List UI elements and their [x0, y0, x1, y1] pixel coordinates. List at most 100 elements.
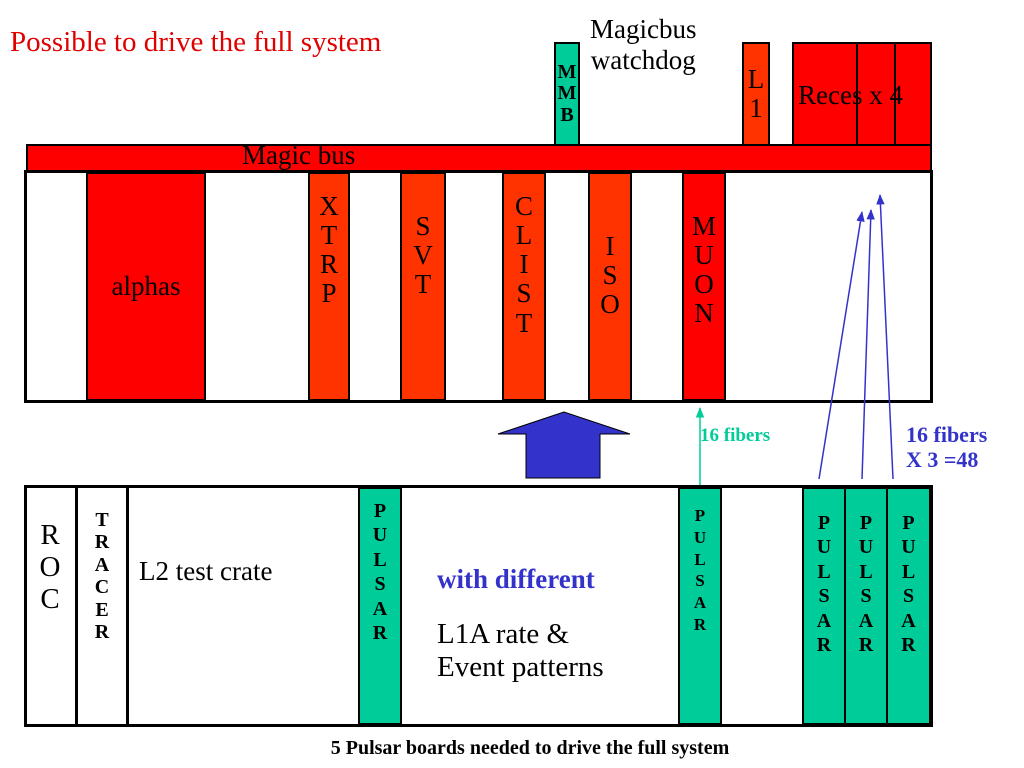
alphas-board: alphas — [86, 172, 206, 401]
xtrp-letter: P — [321, 278, 337, 309]
pulsar-board: P U L S A R — [844, 487, 888, 725]
pulsar-letter: R — [693, 614, 707, 634]
pulsar-letter: R — [816, 633, 832, 656]
pulsar-letter: A — [901, 609, 916, 632]
pulsar-letter: S — [374, 573, 386, 596]
clist-letter: L — [515, 220, 533, 251]
roc-letter: R — [40, 519, 60, 551]
page-title: Possible to drive the full system — [10, 26, 382, 58]
with-different-label: with different — [437, 564, 595, 594]
pulsar-letter: R — [858, 633, 874, 656]
pulsar-letter: A — [693, 593, 707, 612]
tracer-letter: A — [94, 553, 110, 576]
clist-board: C L I S T — [502, 172, 546, 401]
pulsar-letter: P — [902, 512, 915, 534]
svt-board: S V T — [400, 172, 446, 401]
clist-letter: T — [515, 307, 533, 338]
pulsar-letter: L — [859, 560, 873, 583]
pulsar-board: P U L S A R — [358, 487, 402, 725]
xtrp-board: X T R P — [308, 172, 350, 401]
roc-letter: C — [40, 582, 60, 615]
roc-letter: O — [39, 550, 61, 583]
pulsar-board: P U L S A R — [802, 487, 846, 725]
pulsar-letter: U — [858, 536, 874, 559]
block-arrow-up — [497, 411, 631, 479]
pulsar-letter: L — [901, 560, 916, 583]
reces-fiber-line — [818, 210, 865, 480]
l1-letter: L — [747, 63, 765, 94]
reces-divider — [856, 44, 858, 144]
tracer-letter: R — [94, 531, 110, 554]
reces-fiber-label-line: 16 fibers — [906, 422, 988, 447]
pulsar-letter: P — [373, 500, 387, 522]
pulsar-letter: A — [372, 597, 388, 620]
pulsar-letter: S — [902, 585, 915, 608]
reces-divider — [894, 44, 896, 144]
svt-letter: V — [413, 240, 433, 271]
pulsar-letter: P — [694, 506, 706, 525]
pulsar-letter: A — [858, 609, 874, 632]
l1a-rate-label: L1A rate & Event patterns — [437, 618, 604, 685]
svt-letter: S — [415, 211, 431, 241]
pulsar-letter: S — [695, 571, 705, 591]
alphas-label: alphas — [111, 270, 181, 301]
pulsar-letter: A — [816, 609, 832, 632]
reces-fiber-line — [861, 208, 875, 480]
iso-letter: S — [602, 260, 618, 291]
muon-letter: M — [691, 211, 716, 241]
pulsar-letter: U — [816, 536, 832, 559]
reces-label: Reces x 4 — [798, 80, 903, 110]
reces-fiber-label: 16 fibers X 3 =48 — [906, 422, 987, 473]
pulsar-letter: R — [372, 621, 388, 644]
clist-letter: S — [516, 278, 532, 309]
pulsar-letter: S — [860, 585, 872, 608]
muon-fiber-label: 16 fibers — [700, 425, 771, 446]
svt-letter: T — [414, 269, 432, 300]
pulsar-letter: R — [901, 633, 916, 656]
mmb-letter: B — [560, 103, 574, 126]
xtrp-letter: X — [319, 191, 339, 221]
pulsar-board: P U L S A R — [678, 487, 722, 725]
tracer-board: T R A C E R — [75, 487, 129, 725]
pulsar-letter: L — [694, 549, 706, 569]
tracer-letter: R — [94, 620, 110, 643]
pulsar-letter: L — [373, 548, 387, 571]
tracer-letters: T R A C E R — [78, 509, 126, 643]
l1a-rate-line: L1A rate & — [437, 618, 570, 650]
pulsar-letter: U — [372, 524, 388, 547]
reces-fiber-label-line: X 3 =48 — [906, 447, 979, 473]
clist-letter: I — [519, 249, 529, 280]
l1-letter: 1 — [749, 93, 763, 123]
xtrp-letter: T — [320, 220, 338, 251]
l1a-rate-line: Event patterns — [437, 651, 604, 684]
lower-crate — [24, 485, 933, 727]
pulsar-letter: P — [817, 512, 831, 534]
pulsar-letter: P — [859, 512, 873, 534]
tracer-letter: E — [95, 598, 109, 621]
crate-label: L2 test crate — [139, 556, 273, 586]
l1-board: L 1 — [742, 42, 770, 146]
iso-board: I S O — [588, 172, 632, 401]
roc-label: R O C — [30, 519, 70, 616]
iso-letter: O — [600, 289, 620, 320]
magic-bus-label: Magic bus — [242, 140, 356, 170]
pulsar-board: P U L S A R — [886, 487, 931, 725]
muon-letter: N — [694, 298, 714, 329]
tracer-letter: C — [94, 576, 110, 599]
reces-boards: Reces x 4 — [792, 42, 932, 146]
mmb-letter: M — [557, 82, 577, 105]
iso-letter: I — [605, 231, 615, 261]
magicbus-watchdog-line: watchdog — [590, 45, 696, 76]
tracer-letter: T — [95, 509, 109, 531]
pulsar-letter: U — [901, 536, 916, 559]
muon-board: M U O N — [682, 172, 726, 401]
reces-fiber-line — [876, 193, 894, 480]
footer-note: 5 Pulsar boards needed to drive the full… — [330, 737, 730, 759]
mmb-board: M M B — [554, 42, 580, 146]
pulsar-letter: L — [817, 560, 831, 583]
magicbus-watchdog-label: Magicbus watchdog — [590, 14, 696, 76]
xtrp-letter: R — [319, 249, 338, 280]
pulsar-letter: S — [818, 585, 830, 608]
pulsar-letter: U — [693, 527, 707, 547]
